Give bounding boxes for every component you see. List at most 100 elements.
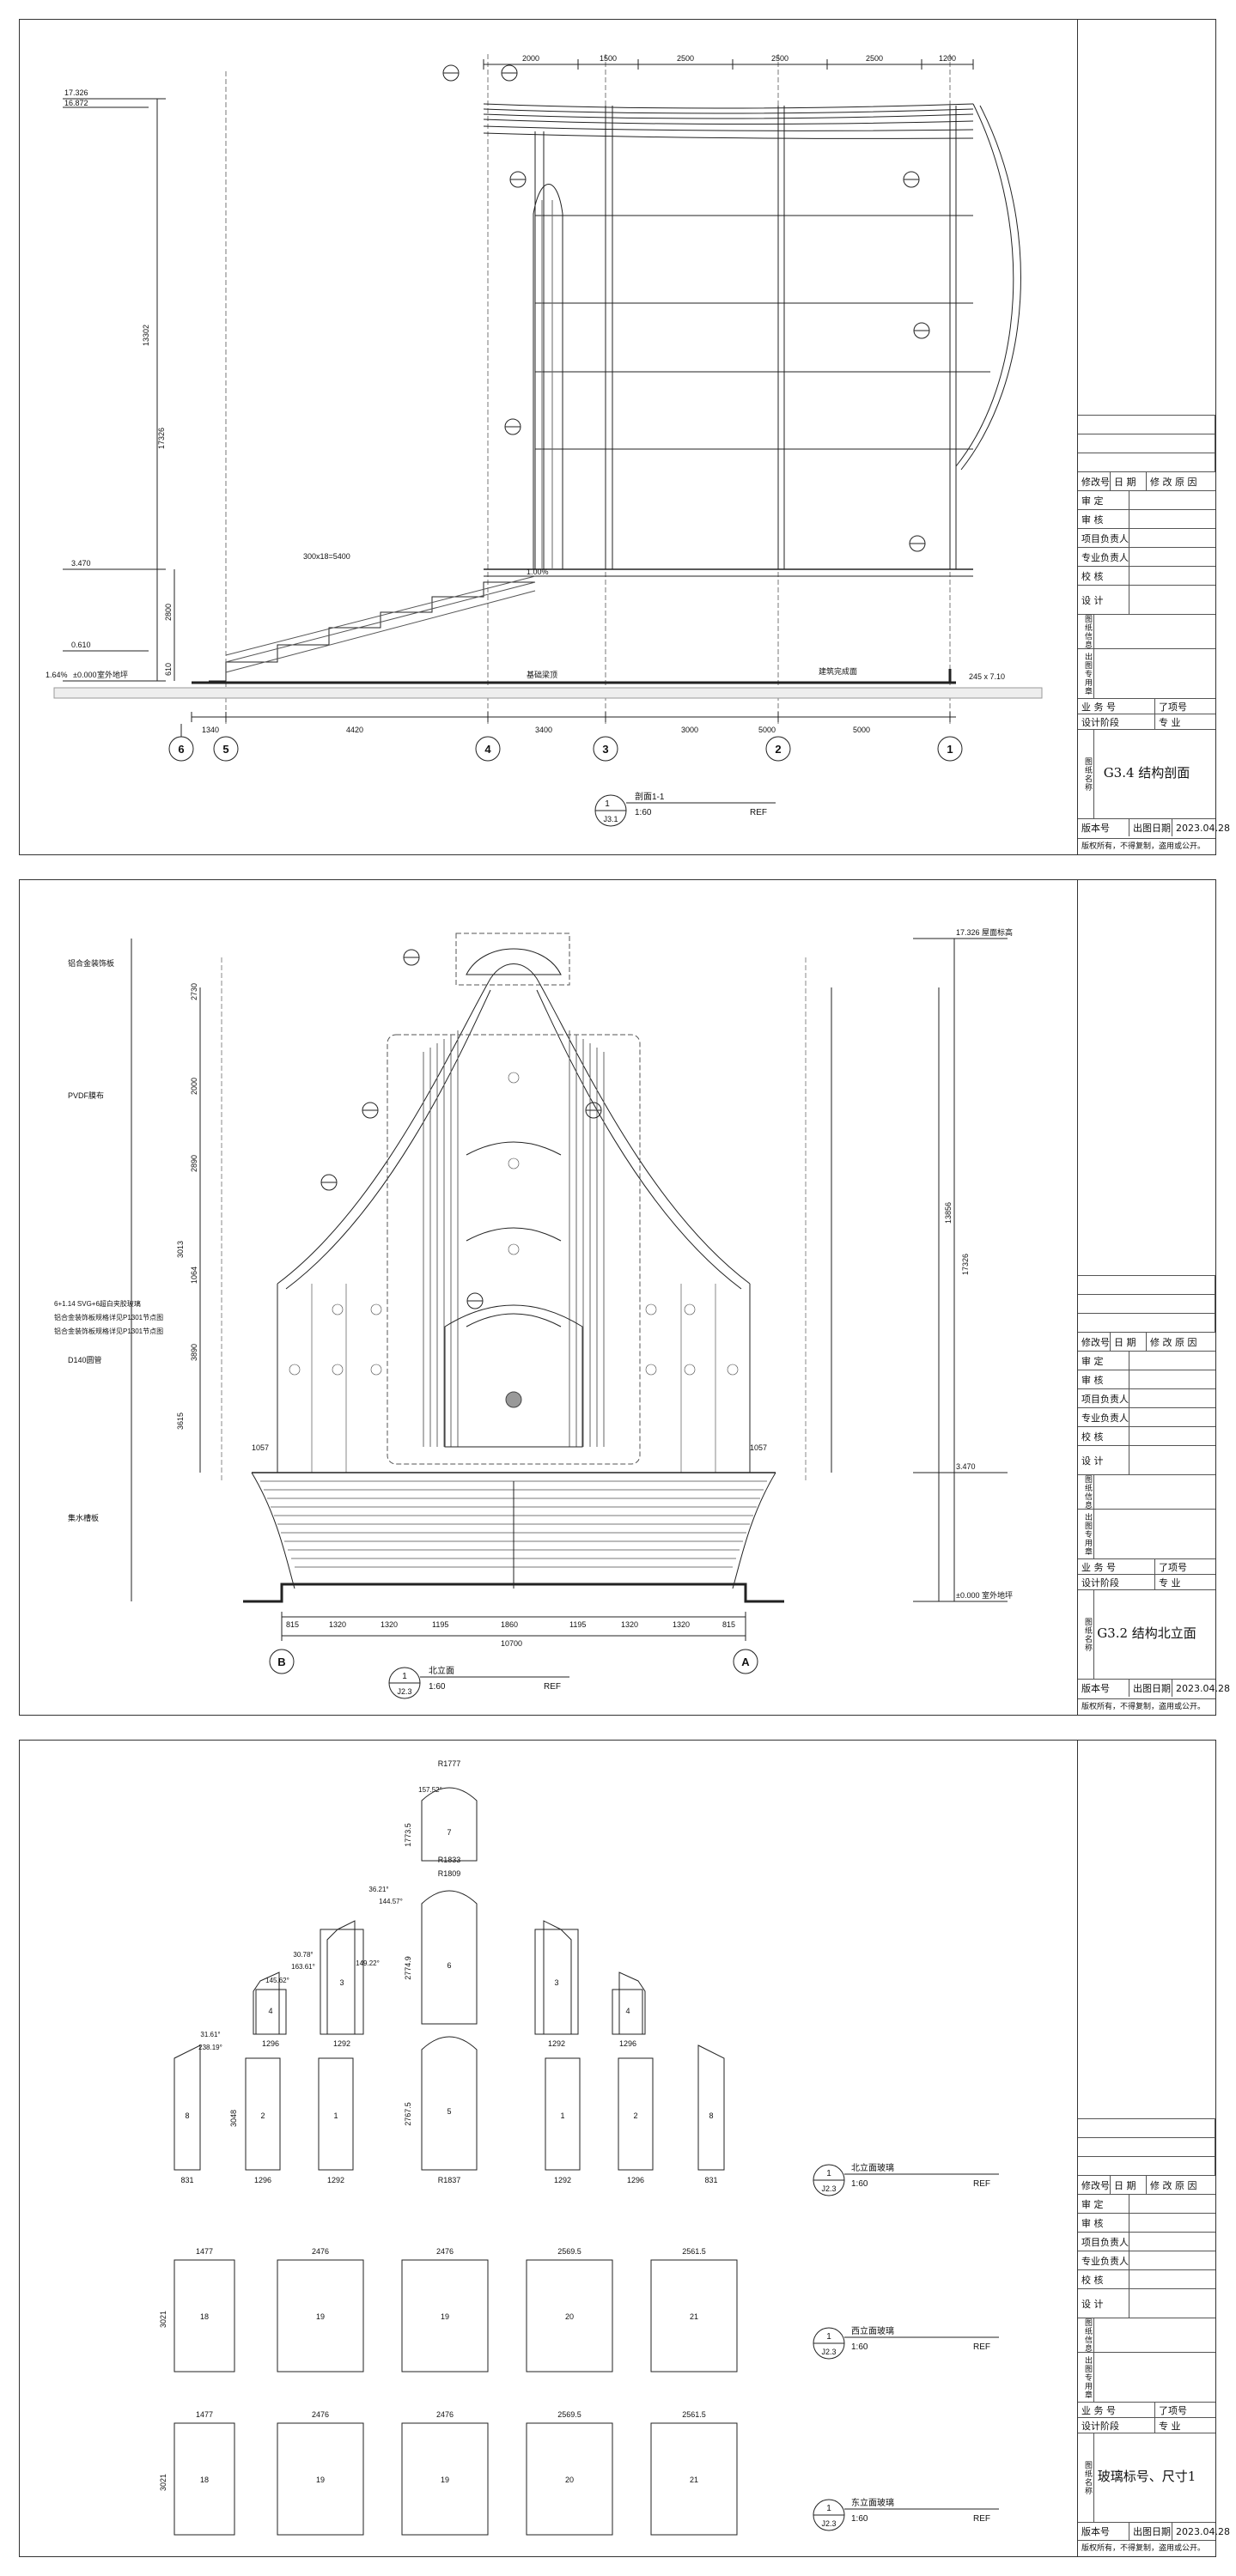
title-block: 修改号 日 期 修 改 原 因 审 定 审 核 项目负责人 专业负责人 校 核 …: [1077, 880, 1230, 1715]
top-dim: 2500: [771, 54, 788, 63]
caption-scale: 1:60: [851, 2179, 868, 2189]
level-label: 17.326: [64, 88, 88, 97]
radius-label: R1837: [438, 2176, 461, 2184]
panel-number: 21: [690, 2312, 698, 2321]
date-label: 出图日期: [1129, 819, 1172, 836]
panel-width: 2569.5: [557, 2247, 581, 2256]
bottom-dim: 1860: [501, 1620, 518, 1629]
bottom-dim: 3000: [681, 726, 698, 734]
caption-number: 1: [402, 1672, 407, 1681]
bottom-dim: 815: [722, 1620, 735, 1629]
bottom-dim: 1320: [673, 1620, 690, 1629]
beam-note: 建筑完成面: [819, 666, 857, 676]
side-label: 图纸信息: [1078, 1475, 1094, 1510]
panel-number: 3: [554, 1978, 558, 1987]
copyright: 版权所有，不得复制，盗用或公开。: [1078, 1698, 1215, 1715]
slope-note: 1.00%: [527, 568, 549, 576]
caption-ref: J2.3: [821, 2348, 836, 2356]
side-dim: 2890: [190, 1155, 198, 1172]
side-dim: 3615: [176, 1413, 185, 1430]
top-dim: 1200: [939, 54, 956, 63]
panel-height: 2774.9: [404, 1956, 412, 1980]
sheet-glass-panels: R1777 R1809 R1833 R1837 7 6 5 1773.5 277…: [19, 1740, 1230, 2557]
caption-title: 剖面1-1: [635, 791, 665, 802]
version-label: 版本号: [1078, 1680, 1129, 1697]
panel-height: 3021: [159, 2311, 167, 2328]
panel-number: 4: [268, 2007, 272, 2015]
panel-height: 3048: [229, 2110, 238, 2127]
panel-width: 2569.5: [557, 2410, 581, 2419]
side-label: 图纸信息: [1078, 2318, 1094, 2353]
panel-number: 2: [633, 2111, 637, 2120]
angle-label: 163.61°: [291, 1963, 315, 1971]
side-label: 图纸信息: [1078, 615, 1094, 649]
rev-header: 修改号: [1078, 1333, 1111, 1352]
role-label: 专业负责人: [1078, 548, 1129, 567]
side-label: 图纸名称: [1078, 730, 1094, 819]
level-label: ±0.000: [956, 1591, 979, 1600]
discipline-label: 专 业: [1159, 717, 1181, 728]
role-label: 项目负责人: [1078, 2233, 1129, 2251]
panel-width: 1292: [327, 2176, 344, 2184]
height-dim: 2800: [164, 604, 173, 621]
note-label: 6+1.14 SVG+6超白夹胶玻璃: [54, 1299, 141, 1308]
role-label: 审 定: [1078, 1352, 1129, 1370]
role-label: 校 核: [1078, 567, 1129, 586]
total-width: 10700: [501, 1639, 522, 1648]
panel-number: 21: [690, 2476, 698, 2484]
role-label: 审 核: [1078, 1370, 1129, 1389]
caption-title: 北立面玻璃: [851, 2162, 894, 2173]
panel-number: 20: [565, 2312, 574, 2321]
date-label: 出图日期: [1129, 2523, 1172, 2540]
role-label: 专业负责人: [1078, 2251, 1129, 2270]
title-block: 修改号 日 期 修 改 原 因 审 定 审 核 项目负责人 专业负责人 校 核 …: [1077, 1741, 1230, 2556]
panel-height: 2767.5: [404, 2102, 412, 2126]
copyright: 版权所有，不得复制，盗用或公开。: [1078, 2540, 1215, 2556]
panel-width: 1296: [619, 2039, 636, 2048]
panel-number: 18: [200, 2476, 209, 2484]
angle-label: 36.21°: [368, 1886, 388, 1893]
caption-ref: J2.3: [821, 2519, 836, 2528]
phase-label: 设计阶段: [1078, 1575, 1155, 1590]
rev-header: 修 改 原 因: [1150, 2180, 1197, 2191]
angle-label: 145.62°: [265, 1977, 289, 1984]
panel-width: 2561.5: [682, 2247, 706, 2256]
axis-label: 3: [602, 743, 608, 756]
phase-label: 设计阶段: [1078, 714, 1155, 730]
role-label: 审 核: [1078, 510, 1129, 529]
project-no-label: 业 务 号: [1078, 1559, 1155, 1575]
bottom-dim: 1195: [569, 1620, 586, 1629]
discipline-label: 专 业: [1159, 2421, 1181, 2432]
bottom-dim: 1195: [432, 1620, 448, 1629]
drawing-title: 玻璃标号、尺寸1: [1097, 2469, 1196, 2484]
top-dim: 1500: [600, 54, 617, 63]
note-label: 集水槽板: [68, 1513, 99, 1522]
side-dim: 3890: [190, 1344, 198, 1361]
level-label: 3.470: [956, 1462, 976, 1471]
sheet-north-elevation: 17.326 屋面标高 3.470 ±0.000 室外地坪 13856 1732…: [19, 879, 1230, 1716]
bottom-dim: 5000: [853, 726, 870, 734]
step-note: 300x18=5400: [303, 552, 350, 561]
phase-label: 设计阶段: [1078, 2418, 1155, 2433]
right-note: 245 x 7.10: [969, 672, 1005, 681]
side-note: 1057: [252, 1443, 269, 1452]
side-label: 图纸名称: [1078, 2433, 1094, 2523]
angle-label: 30.78°: [293, 1951, 313, 1959]
axis-label: B: [277, 1656, 285, 1668]
caption-title: 东立面玻璃: [851, 2497, 894, 2508]
bottom-dim: 1340: [202, 726, 219, 734]
radius-label: R1777: [438, 1759, 461, 1768]
height-dim: 610: [164, 663, 173, 676]
panel-number: 19: [441, 2476, 449, 2484]
caption-ref: J3.1: [603, 815, 618, 823]
panel-number: 19: [441, 2312, 449, 2321]
bottom-dim: 3400: [535, 726, 552, 734]
panel-width: 831: [180, 2176, 193, 2184]
bottom-dim: 4420: [346, 726, 363, 734]
project-no-value: 了项号: [1159, 2405, 1187, 2416]
version-label: 版本号: [1078, 2523, 1129, 2540]
role-label: 项目负责人: [1078, 529, 1129, 548]
panel-width: 1292: [333, 2039, 350, 2048]
caption-ref-text: REF: [973, 2342, 990, 2352]
panel-number: 5: [447, 2107, 451, 2116]
